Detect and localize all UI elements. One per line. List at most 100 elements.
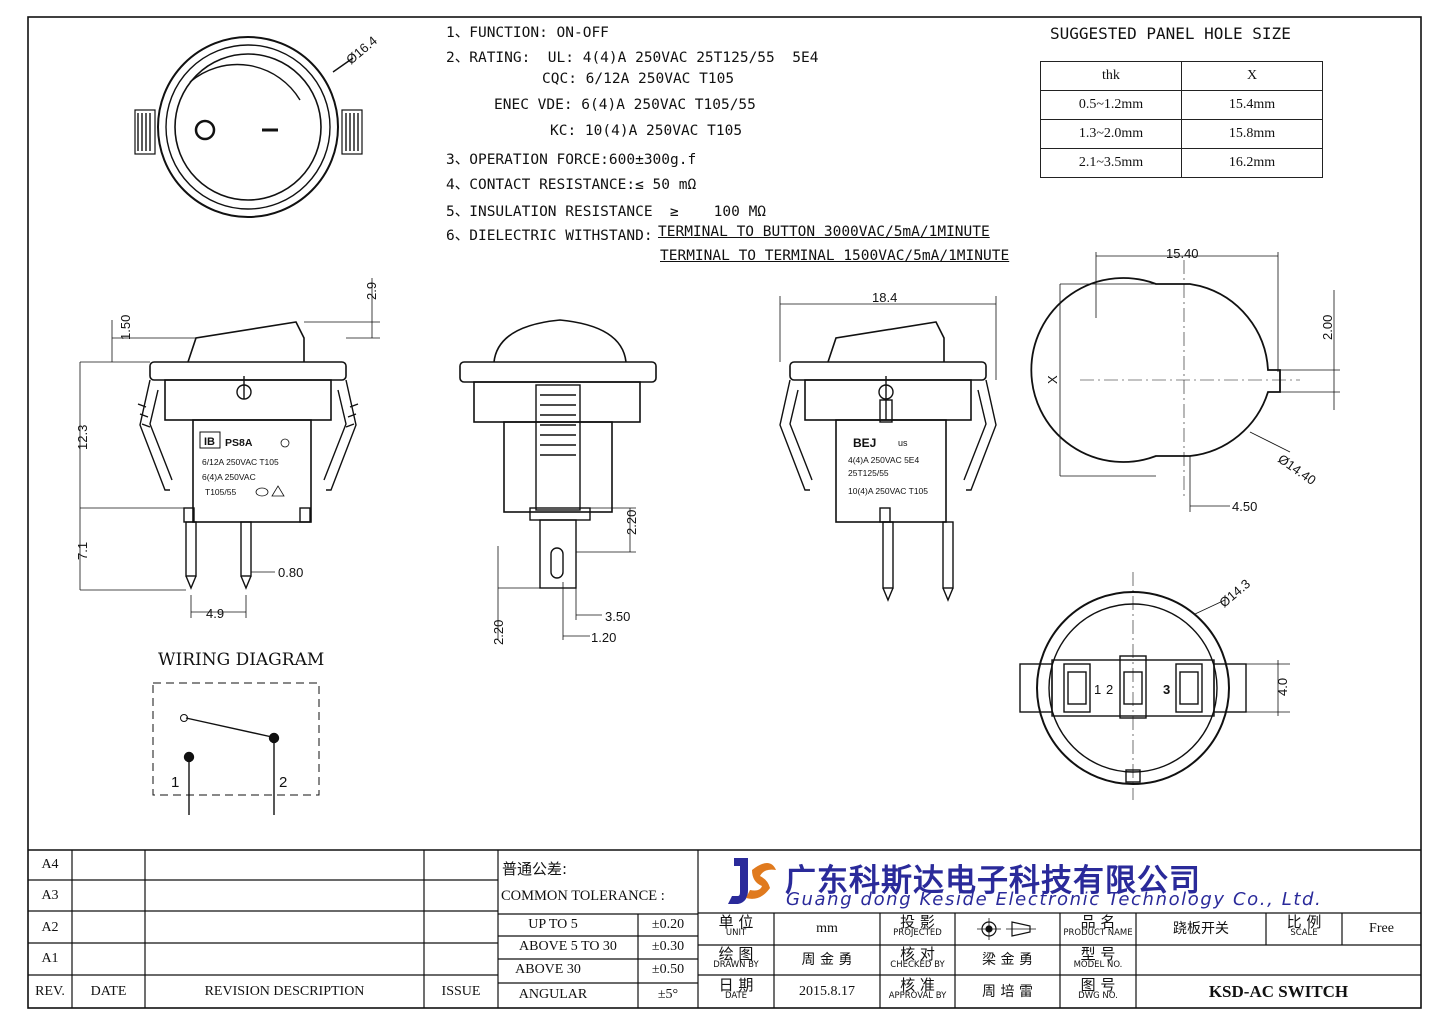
wiring-pin-1: 1 xyxy=(171,774,179,791)
table-header-row: thk X xyxy=(1040,61,1323,91)
spec-dielectric-label: 6、DIELECTRIC WITHSTAND: xyxy=(446,228,653,244)
back-rating-line-1: 4(4)A 250VAC 5E4 xyxy=(848,455,919,465)
rev-header-issue: ISSUE xyxy=(441,984,481,999)
table-header-cell: thk xyxy=(1040,61,1182,91)
tol-row-label: ABOVE 5 TO 30 xyxy=(519,939,617,954)
front-model-label: PS8A xyxy=(225,437,253,449)
table-cell: 2.1~3.5mm xyxy=(1040,148,1182,178)
terminal-2-label: 2 xyxy=(1106,682,1113,697)
tolerance-title-cn: 普通公差: xyxy=(502,860,568,878)
wiring-pin-2: 2 xyxy=(279,774,287,791)
spec-operation-force: 3、OPERATION FORCE:600±300g.f xyxy=(446,152,697,168)
table-cell: 1.3~2.0mm xyxy=(1040,119,1182,149)
panel-hole-table: thk X 0.5~1.2mm 15.4mm 1.3~2.0mm 15.8mm … xyxy=(1040,61,1323,178)
tolerance-title-en: COMMON TOLERANCE : xyxy=(501,888,665,904)
scale-value: Free xyxy=(1369,921,1394,936)
projection-symbol-icon xyxy=(977,918,1036,940)
spec-dielectric-button: TERMINAL TO BUTTON 3000VAC/5mA/1MINUTE xyxy=(658,224,990,240)
spec-contact-resistance: 4、CONTACT RESISTANCE:≤ 50 mΩ xyxy=(446,177,697,193)
table-header-cell: X xyxy=(1181,61,1323,91)
tol-row-value: ±0.30 xyxy=(651,939,685,954)
back-view: BEJ us 4(4)A 250VAC 5E4 25T125/55 10(4)A… xyxy=(779,290,997,602)
dim-2-00: 2.00 xyxy=(1320,315,1335,340)
rev-row-a3: A3 xyxy=(41,888,59,903)
back-rating-line-2: 25T125/55 xyxy=(848,468,889,478)
side-view: 2.20 2.20 3.50 1.20 xyxy=(459,319,657,645)
rev-row-a1: A1 xyxy=(41,951,59,966)
wiring-diagram: 1 2 xyxy=(152,682,320,815)
front-view: IB PS8A 6/12A 250VAC T105 6(4)A 250VAC T… xyxy=(75,278,380,621)
bottom-view: 1 2 3 Ø14.3 4.0 xyxy=(1019,572,1290,800)
spec-insulation-resistance: 5、INSULATION RESISTANCE ≥ 100 MΩ xyxy=(446,204,767,220)
front-rating-line-2: 6(4)A 250VAC xyxy=(202,472,256,482)
terminal-1-label: 1 xyxy=(1094,682,1101,697)
dim-18-4: 18.4 xyxy=(872,290,897,305)
front-rating-line-1: 6/12A 250VAC T105 xyxy=(202,457,279,467)
top-view: Ø16.4 xyxy=(134,33,380,218)
title-block-grid xyxy=(28,849,1421,1008)
front-rating-line-3: T105/55 xyxy=(205,487,236,497)
date-value: 2015.8.17 xyxy=(799,984,855,999)
dim-15-40: 15.40 xyxy=(1166,246,1199,261)
approval-by-value: 周 培 雷 xyxy=(982,984,1033,1000)
dim-12-3: 12.3 xyxy=(75,425,90,450)
tol-row-label: UP TO 5 xyxy=(528,917,578,932)
company-name-cn: 广东科斯达电子科技有限公司 xyxy=(785,863,1201,899)
rev-row-a2: A2 xyxy=(41,920,59,935)
rev-header-rev: REV. xyxy=(35,984,65,999)
rev-header-description: REVISION DESCRIPTION xyxy=(204,984,365,999)
dim-2-9: 2.9 xyxy=(364,282,379,300)
spec-rating-cqc: CQC: 6/12A 250VAC T105 xyxy=(542,71,735,87)
spec-rating-enec: ENEC VDE: 6(4)A 250VAC T105/55 xyxy=(494,97,756,113)
dim-1-20: 1.20 xyxy=(591,630,616,645)
panel-hole-title: SUGGESTED PANEL HOLE SIZE xyxy=(1050,24,1291,43)
table-cell: 0.5~1.2mm xyxy=(1040,90,1182,120)
spec-dielectric-terminal: TERMINAL TO TERMINAL 1500VAC/5mA/1MINUTE xyxy=(660,248,1010,264)
dim-dia-14-40: Ø14.40 xyxy=(1275,451,1319,488)
dim-1-50: 1.50 xyxy=(118,315,133,340)
tol-row-value: ±0.20 xyxy=(651,917,685,932)
drawn-by-value: 周 金 勇 xyxy=(801,952,853,968)
tol-row-label: ANGULAR xyxy=(518,987,588,1002)
dim-4-50: 4.50 xyxy=(1232,499,1257,514)
back-rating-line-3: 10(4)A 250VAC T105 xyxy=(848,486,928,496)
back-brand-label: BEJ xyxy=(853,436,876,450)
panel-cutout-view: 15.40 X 2.00 Ø14.40 4.50 xyxy=(1030,246,1340,514)
dim-0-80: 0.80 xyxy=(278,565,303,580)
tol-row-value: ±5° xyxy=(657,987,679,1002)
table-row: 2.1~3.5mm 16.2mm xyxy=(1040,148,1323,178)
rev-header-date: DATE xyxy=(90,984,127,999)
dim-4-9: 4.9 xyxy=(206,606,224,621)
company-name-en: Guang dong Keside Electronic Technology … xyxy=(786,889,1323,910)
wiring-diagram-title: WIRING DIAGRAM xyxy=(158,650,325,670)
table-row: 0.5~1.2mm 15.4mm xyxy=(1040,90,1323,120)
dim-2-20-bottom: 2.20 xyxy=(491,620,506,645)
tol-row-value: ±0.50 xyxy=(651,962,685,977)
svg-text:us: us xyxy=(898,438,908,448)
dwg-no-value: KSD-AC SWITCH xyxy=(1208,982,1349,1001)
svg-text:IB: IB xyxy=(204,436,215,448)
rev-row-a4: A4 xyxy=(41,857,59,872)
spec-function: 1、FUNCTION: ON-OFF xyxy=(446,25,609,41)
terminal-3-label: 3 xyxy=(1163,682,1170,697)
dia-top-label: Ø16.4 xyxy=(343,33,380,67)
drawing-frame xyxy=(27,16,1422,1009)
tol-row-label: ABOVE 30 xyxy=(515,962,581,977)
dim-3-50: 3.50 xyxy=(605,609,630,624)
product-name-value: 跷板开关 xyxy=(1173,921,1229,937)
table-cell: 15.8mm xyxy=(1181,119,1323,149)
table-row: 1.3~2.0mm 15.8mm xyxy=(1040,119,1323,149)
checked-by-value: 梁 金 勇 xyxy=(982,952,1033,968)
dim-4-0: 4.0 xyxy=(1275,678,1290,696)
